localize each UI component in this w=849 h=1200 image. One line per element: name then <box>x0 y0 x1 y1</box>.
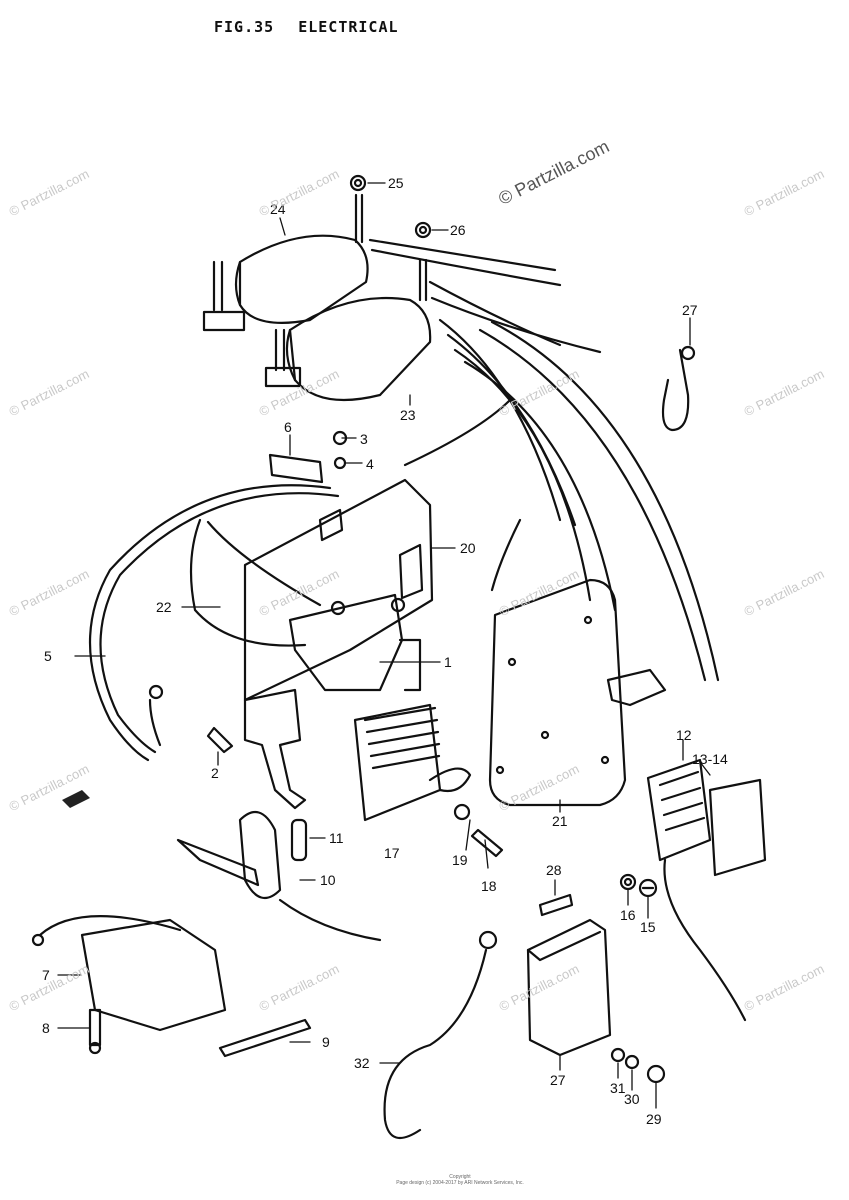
bolt-18[interactable] <box>470 828 504 858</box>
fuse-box-12[interactable] <box>646 758 712 862</box>
plate-9[interactable] <box>218 1018 312 1058</box>
cdi-unit-21[interactable] <box>488 578 667 807</box>
fuse-11[interactable] <box>290 818 308 862</box>
nut-19[interactable] <box>453 803 471 821</box>
callout-24[interactable]: 24 <box>270 201 286 217</box>
callout-16[interactable]: 16 <box>620 907 636 923</box>
callout-5[interactable]: 5 <box>44 648 52 664</box>
callout-25-b[interactable]: 26 <box>450 222 466 238</box>
starter-relay-1[interactable] <box>288 593 422 692</box>
callout-11[interactable]: 11 <box>329 830 344 846</box>
fuse-cover-13-14[interactable] <box>708 778 767 877</box>
callout-8[interactable]: 8 <box>42 1020 50 1036</box>
figure-name: ELECTRICAL <box>298 18 399 36</box>
fuse-28[interactable] <box>538 893 574 917</box>
fuse-holder-10[interactable] <box>176 810 382 942</box>
bolt-2[interactable] <box>206 726 234 754</box>
callout-9[interactable]: 9 <box>322 1034 330 1050</box>
wiring-harness <box>368 238 720 682</box>
nut-25-a[interactable] <box>349 174 367 192</box>
mounting-plate-20[interactable] <box>243 478 434 702</box>
callout-30[interactable]: 30 <box>624 1091 640 1107</box>
callout-23[interactable]: 23 <box>400 407 416 423</box>
callout-13-14[interactable]: 13-14 <box>692 751 728 767</box>
callout-1[interactable]: 1 <box>444 654 452 670</box>
callout-19[interactable]: 19 <box>452 852 468 868</box>
callout-18[interactable]: 18 <box>481 878 497 894</box>
callout-17[interactable]: 17 <box>384 845 400 861</box>
ignition-coil-24[interactable] <box>202 193 369 332</box>
callout-10[interactable]: 10 <box>320 872 336 888</box>
callout-22[interactable]: 22 <box>156 599 172 615</box>
callout-6[interactable]: 6 <box>284 419 292 435</box>
figure-title: FIG.35 ELECTRICAL <box>214 18 413 36</box>
screw-15[interactable] <box>638 878 658 898</box>
leader-lines <box>57 182 711 1109</box>
ignition-coil-23[interactable] <box>264 258 432 402</box>
callout-21[interactable]: 21 <box>552 813 568 829</box>
ground-lead-32[interactable] <box>383 930 498 1140</box>
callout-29[interactable]: 29 <box>646 1111 662 1127</box>
page-design-line: Page design (c) 2004-2017 by ARI Network… <box>396 1180 524 1186</box>
callout-32[interactable]: 32 <box>354 1055 370 1071</box>
nut-25-b[interactable] <box>414 221 432 239</box>
relay-bracket[interactable] <box>243 688 307 810</box>
washer-16[interactable] <box>619 873 637 891</box>
battery-case-27[interactable] <box>526 918 612 1057</box>
washer-4[interactable] <box>333 456 347 470</box>
callout-3[interactable]: 3 <box>360 431 368 447</box>
callout-7[interactable]: 7 <box>42 967 50 983</box>
regulator-17[interactable] <box>353 703 472 822</box>
callout-20[interactable]: 20 <box>460 540 476 556</box>
callout-26[interactable]: 27 <box>682 302 698 318</box>
callout-12[interactable]: 12 <box>676 727 692 743</box>
copyright-line: Copyright <box>449 1174 471 1180</box>
washer-30[interactable] <box>624 1054 640 1070</box>
callout-15[interactable]: 15 <box>640 919 656 935</box>
direction-arrow-icon <box>62 790 90 808</box>
callouts: 25 26 24 23 27 3 4 6 20 22 5 1 2 11 10 1… <box>42 175 728 1127</box>
callout-27[interactable]: 27 <box>550 1072 566 1088</box>
callout-31[interactable]: 31 <box>610 1080 626 1096</box>
callout-28[interactable]: 28 <box>546 862 562 878</box>
wire-clamp-26[interactable] <box>661 345 696 432</box>
screw-29[interactable] <box>646 1064 666 1084</box>
callout-2[interactable]: 2 <box>211 765 219 781</box>
copyright-footer: Copyright Page design (c) 2004-2017 by A… <box>370 1174 550 1186</box>
lead-wire-22[interactable] <box>189 518 322 647</box>
washer-31[interactable] <box>610 1047 626 1063</box>
figure-number: FIG.35 <box>214 18 275 36</box>
boot-6[interactable] <box>268 453 324 484</box>
callout-25-a[interactable]: 25 <box>388 175 404 191</box>
battery-cable-5[interactable] <box>89 484 340 762</box>
callout-4[interactable]: 4 <box>366 456 374 472</box>
fuse-wire <box>663 858 747 1022</box>
bolt-8[interactable] <box>88 1008 102 1055</box>
